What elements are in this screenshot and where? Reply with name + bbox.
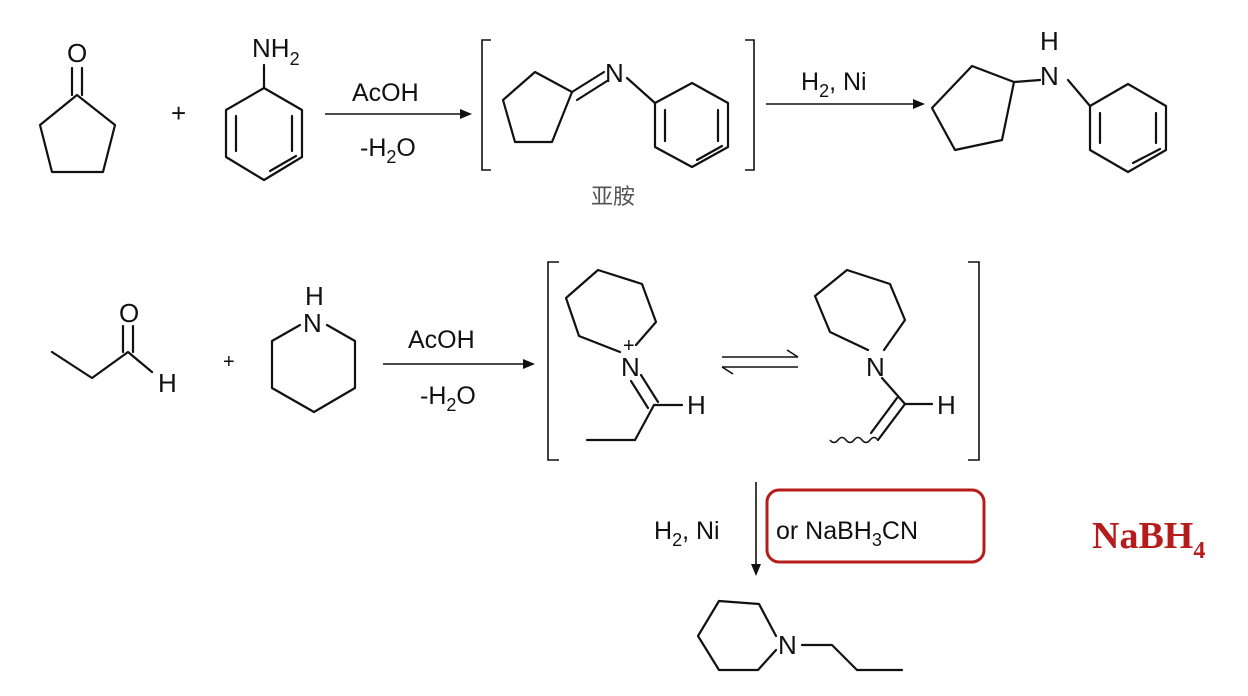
product1-h-label: H	[1040, 26, 1059, 56]
iminium-enamine-brackets	[547, 261, 980, 461]
iminium-charge: +	[623, 335, 635, 357]
enamine-h-label: H	[937, 390, 956, 420]
reagent-h2-ni-2: H2, Ni	[654, 517, 720, 550]
aldehyde-h-label: H	[158, 368, 177, 398]
propanal: O H	[50, 298, 177, 398]
nabh3cn-highlight-box	[765, 488, 986, 564]
equilibrium-arrows	[721, 349, 799, 375]
iminium-h-label: H	[687, 390, 706, 420]
cyclopentanone: O	[38, 38, 117, 174]
piperidine: H N	[270, 281, 357, 414]
imine-intermediate: N	[501, 58, 730, 169]
n-cyclopentylaniline: H N	[930, 26, 1168, 174]
iminium-ion: N + H	[564, 268, 706, 442]
aniline: NH2	[224, 33, 304, 182]
imine-brackets	[481, 39, 755, 171]
plus-sign-2: +	[223, 351, 235, 373]
ketone-oxygen-label: O	[67, 38, 87, 68]
piperidine-h-label: H	[305, 281, 324, 311]
n-propylpiperidine: N	[696, 599, 904, 672]
nabh4-note: NaBH4	[1092, 515, 1205, 564]
reagent-nabh3cn: or NaBH3CN	[776, 517, 918, 550]
enamine: N H	[813, 268, 956, 444]
imine-caption: 亚胺	[591, 185, 635, 210]
aldehyde-oxygen-label: O	[119, 298, 139, 328]
piperidine-n-label: N	[303, 308, 322, 338]
reagent-minus-water-1: -H2O	[360, 134, 416, 167]
imine-nitrogen-label: N	[605, 58, 624, 88]
plus-sign-1: +	[171, 98, 186, 128]
reagent-acoh-1: AcOH	[352, 79, 419, 107]
enamine-n-label: N	[866, 352, 885, 382]
reaction-arrow-2: H2, Ni	[766, 68, 925, 109]
aniline-nh2-label: NH2	[252, 33, 300, 69]
reagent-h2-ni-1: H2, Ni	[801, 68, 867, 101]
product1-n-label: N	[1040, 61, 1059, 91]
reduction-arrow: H2, Ni or NaBH3CN	[654, 482, 986, 576]
product2-n-label: N	[778, 630, 797, 660]
reagent-minus-water-2: -H2O	[420, 382, 476, 415]
iminium-n-label: N	[621, 352, 640, 382]
reagent-acoh-2: AcOH	[408, 326, 475, 354]
reaction-arrow-1: AcOH -H2O	[325, 79, 472, 167]
reaction-arrow-3: AcOH -H2O	[383, 326, 535, 415]
